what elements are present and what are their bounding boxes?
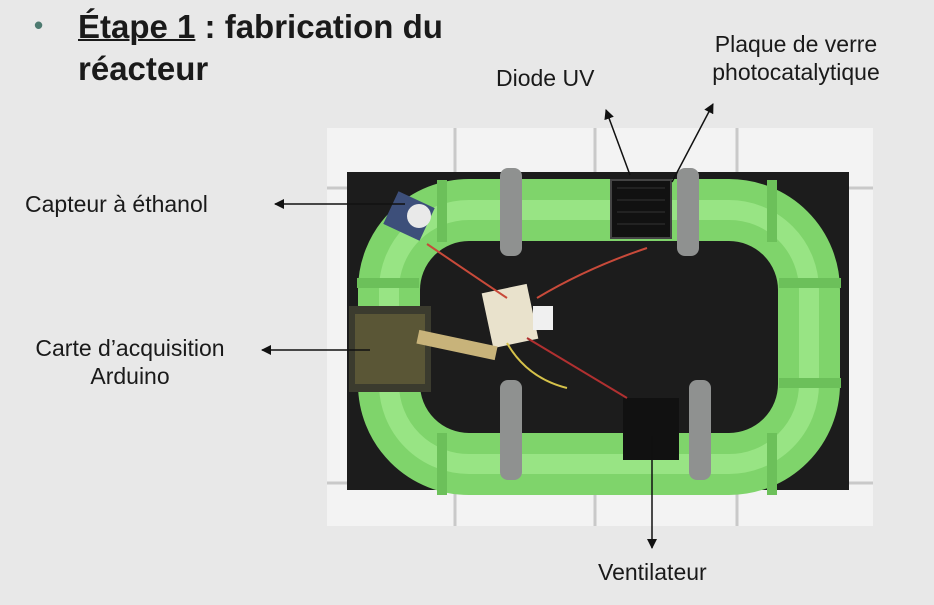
label-fan: Ventilateur <box>598 559 707 585</box>
label-glass-plate-line2: photocatalytique <box>712 59 880 85</box>
title-rest: : fabrication du <box>195 8 443 45</box>
title-step: Étape 1 <box>78 8 196 45</box>
label-glass-plate-line1: Plaque de verre <box>714 31 878 57</box>
label-glass-plate: Plaque de verre photocatalytique <box>686 30 906 86</box>
label-arduino-line1: Carte d’acquisition <box>35 335 225 361</box>
title-line2: réacteur <box>78 50 209 87</box>
label-arduino-line2: Arduino <box>90 363 170 389</box>
label-ethanol-sensor: Capteur à éthanol <box>25 191 208 217</box>
label-arduino-board: Carte d’acquisition Arduino <box>10 334 250 390</box>
slide-title: • Étape 1 : fabrication du réacteur <box>34 4 443 90</box>
label-diode-uv: Diode UV <box>496 65 595 91</box>
bullet-icon: • <box>34 10 44 40</box>
reactor-photo <box>327 128 873 526</box>
